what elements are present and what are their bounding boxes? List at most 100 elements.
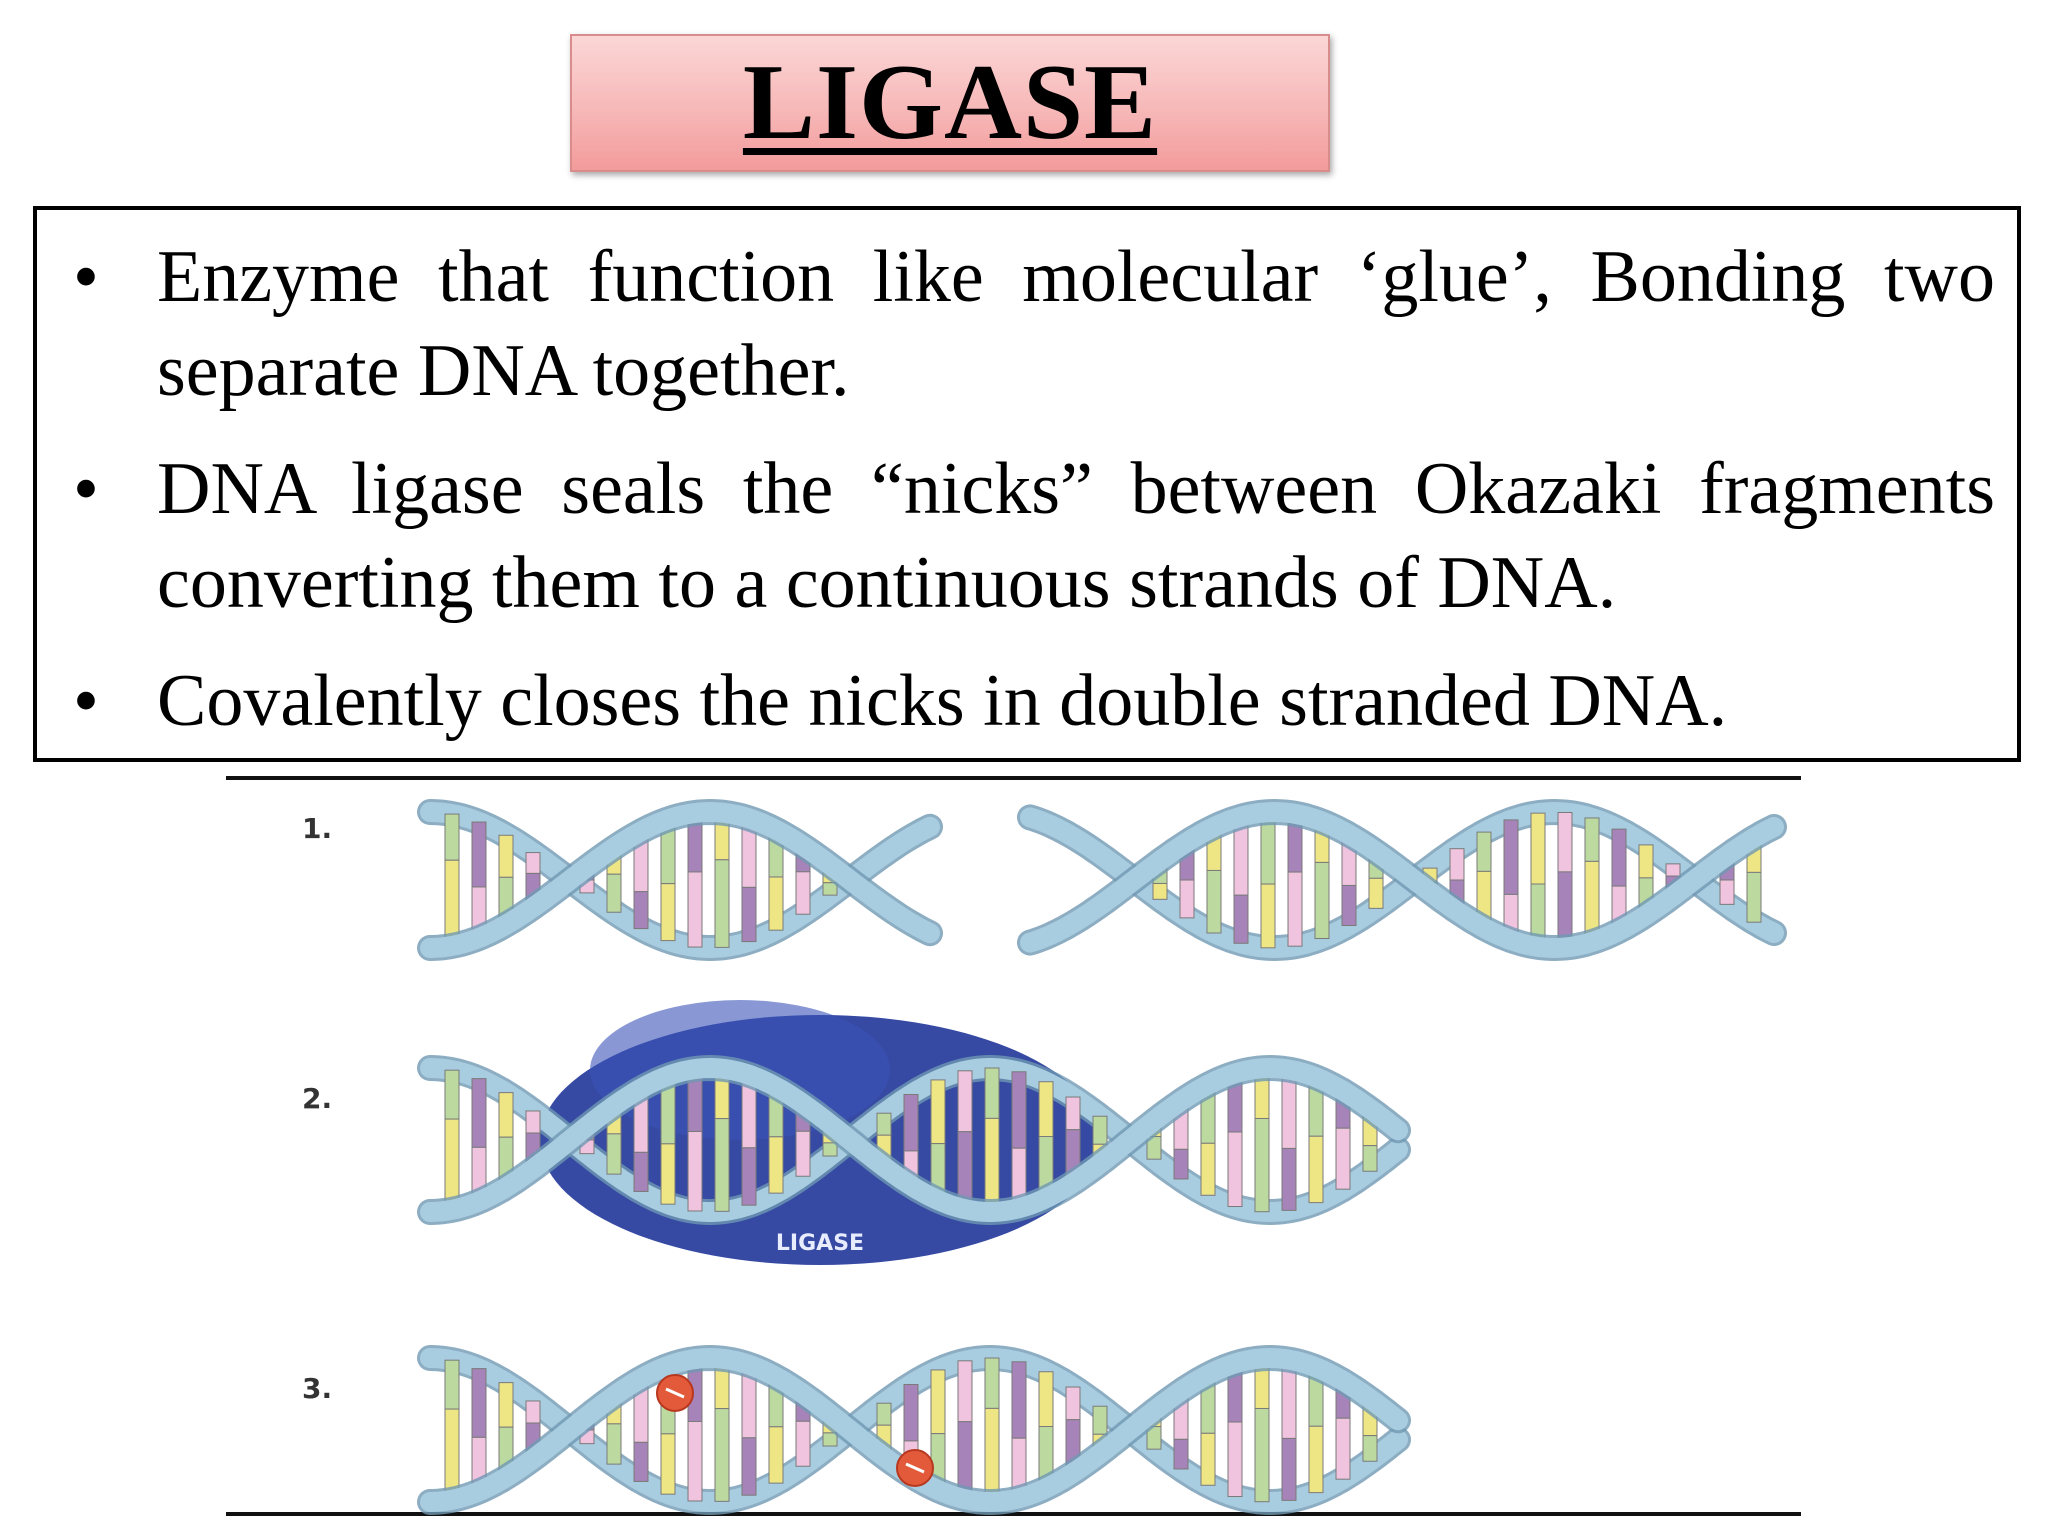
base [822, 1142, 838, 1157]
base [1362, 1435, 1378, 1462]
title-banner: LIGASE [570, 34, 1330, 172]
step-1: 1. [302, 798, 1787, 962]
base [660, 1433, 676, 1495]
ligation-mark-highlight [665, 1387, 685, 1399]
base [1503, 819, 1519, 895]
sealed-nicks [656, 1374, 934, 1487]
base [903, 1093, 919, 1152]
base [498, 1092, 514, 1138]
base [1308, 1135, 1324, 1204]
base [957, 1360, 973, 1423]
dna-fragment-left [417, 798, 943, 962]
base [1530, 812, 1546, 885]
base [471, 1078, 487, 1148]
base [1233, 894, 1249, 944]
base [1308, 1425, 1324, 1494]
base [1611, 828, 1627, 887]
base [1173, 1148, 1189, 1180]
base [444, 813, 460, 861]
ligation-mark-highlight [905, 1462, 925, 1474]
base [1011, 1071, 1027, 1149]
base [984, 1407, 1000, 1503]
backbone [1020, 801, 1784, 959]
base [687, 1130, 703, 1212]
base [687, 871, 703, 948]
base [768, 1136, 784, 1194]
dna-fragment-right [1017, 798, 1787, 962]
base [498, 834, 514, 878]
base [1281, 1437, 1297, 1501]
base [633, 1151, 649, 1192]
bullet-list: • Enzyme that function like molecular ‘gl… [59, 230, 1995, 748]
base [1206, 869, 1222, 934]
dna-helix-with-ligase [417, 1054, 1411, 1226]
base [1719, 879, 1735, 905]
bullet-text: DNA ligase seals the “nicks” between Oka… [157, 448, 1995, 624]
base [930, 1079, 946, 1145]
base [984, 1067, 1000, 1119]
base [903, 1383, 919, 1442]
base [1092, 1405, 1108, 1435]
base-pairs [444, 812, 838, 948]
base [714, 859, 730, 948]
base [1476, 831, 1492, 872]
base [633, 891, 649, 930]
slide-title: LIGASE [742, 43, 1158, 162]
base [471, 1368, 487, 1438]
helix-front-strand [1017, 798, 1787, 962]
base [1335, 1127, 1351, 1190]
base [660, 883, 676, 942]
base [1584, 817, 1600, 862]
top-divider [226, 776, 1801, 780]
base [1368, 877, 1384, 909]
base [1065, 1386, 1081, 1421]
base [687, 1420, 703, 1502]
step-2: 2. LIGASE [302, 1000, 1411, 1265]
base [768, 1426, 784, 1484]
base [1254, 1407, 1270, 1503]
base [876, 1402, 892, 1426]
base [606, 873, 622, 913]
base [1449, 848, 1465, 881]
base [444, 1069, 460, 1120]
base [957, 1070, 973, 1133]
base [714, 1118, 730, 1212]
bullet-marker: • [73, 236, 99, 318]
base [1746, 871, 1762, 923]
base [795, 1130, 811, 1177]
bullet-item: •DNA ligase seals the “nicks” between Ok… [59, 442, 1995, 630]
base [1179, 879, 1195, 919]
base [1011, 1361, 1027, 1439]
base [984, 1357, 1000, 1409]
base [1638, 844, 1654, 879]
base [1065, 1096, 1081, 1131]
base [741, 1437, 757, 1496]
base [498, 1382, 514, 1428]
base [1335, 1417, 1351, 1480]
base [876, 1112, 892, 1136]
base [768, 876, 784, 931]
base [1260, 883, 1276, 949]
ligase-enzyme-label: LIGASE [776, 1231, 864, 1256]
base [1287, 871, 1303, 947]
bullet-item: • Enzyme that function like molecular ‘gl… [59, 230, 1995, 418]
base [930, 1369, 946, 1435]
base [741, 886, 757, 943]
base [1092, 1115, 1108, 1145]
base [606, 1133, 622, 1175]
base [1227, 1421, 1243, 1498]
base [741, 1147, 757, 1206]
base-pairs [444, 1357, 1378, 1503]
base [1173, 1438, 1189, 1470]
bullet-text: Enzyme that function like molecular ‘glu… [157, 236, 1995, 412]
base [822, 1432, 838, 1447]
helix-front-strand [417, 1054, 1411, 1226]
base [525, 1400, 541, 1424]
step-1-label: 1. [302, 812, 332, 845]
base [525, 1110, 541, 1134]
base [1038, 1371, 1054, 1428]
base [1341, 884, 1357, 927]
bullet-item: •Covalently closes the nicks in double s… [59, 654, 1995, 748]
step-3-label: 3. [302, 1372, 332, 1405]
